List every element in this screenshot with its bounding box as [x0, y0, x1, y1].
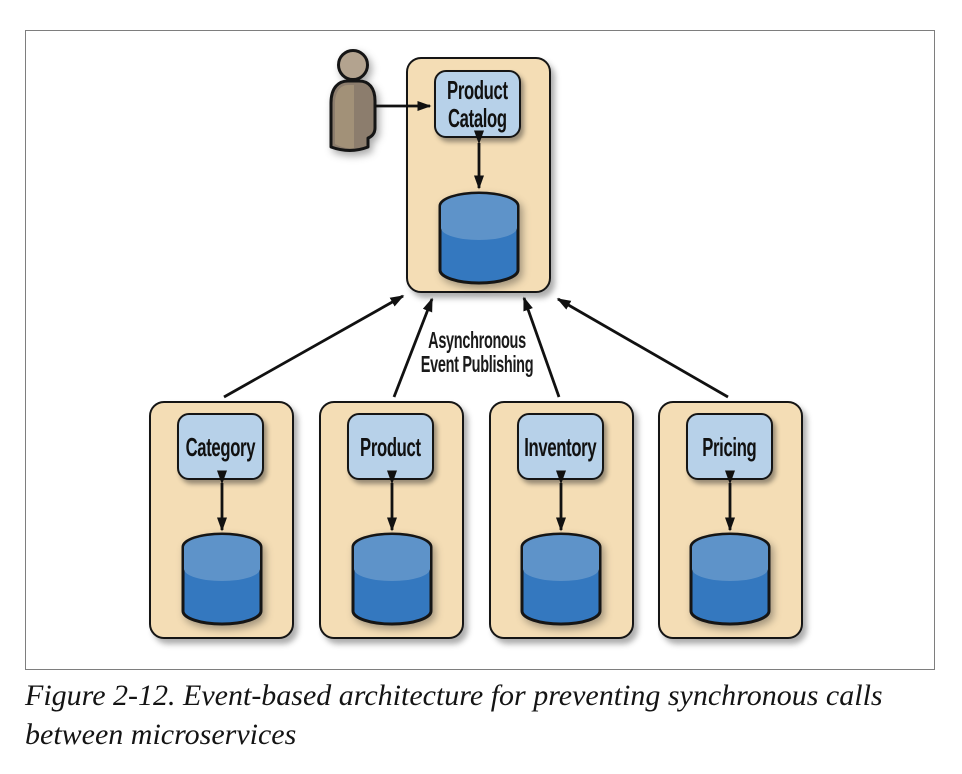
- service-container-product: Product: [319, 401, 464, 639]
- service-label-inventory: Inventory: [524, 431, 597, 462]
- service-container-product-catalog: Product Catalog: [406, 57, 551, 293]
- service-container-pricing: Pricing: [658, 401, 803, 639]
- service-box-product-catalog: Product Catalog: [434, 70, 521, 138]
- async-event-publishing-annotation: Asynchronous Event Publishing: [401, 328, 552, 376]
- service-container-inventory: Inventory: [489, 401, 634, 639]
- figure-caption: Figure 2-12. Event-based architecture fo…: [25, 676, 945, 754]
- service-box-category: Category: [177, 413, 264, 480]
- service-label-product: Product: [360, 431, 421, 462]
- service-box-inventory: Inventory: [517, 413, 604, 480]
- event-arrow-category: [223, 294, 405, 399]
- user-icon: [329, 49, 377, 152]
- service-box-product: Product: [347, 413, 434, 480]
- user-body-highlight: [335, 85, 354, 149]
- caption-line-1: Figure 2-12. Event-based architecture fo…: [25, 679, 883, 712]
- service-container-category: Category: [149, 401, 294, 639]
- service-label-pricing: Pricing: [702, 431, 757, 462]
- annotation-line-1: Asynchronous: [428, 327, 526, 353]
- service-label-product-catalog: Product Catalog: [447, 75, 508, 133]
- user-head: [337, 49, 369, 81]
- figure-frame: Product Catalog Category Product Invento…: [25, 30, 935, 670]
- event-arrow-pricing: [556, 297, 729, 399]
- caption-line-2: between microservices: [25, 718, 297, 751]
- service-box-pricing: Pricing: [686, 413, 773, 480]
- service-label-category: Category: [185, 431, 256, 462]
- user-body: [329, 79, 377, 152]
- annotation-line-2: Event Publishing: [420, 351, 534, 377]
